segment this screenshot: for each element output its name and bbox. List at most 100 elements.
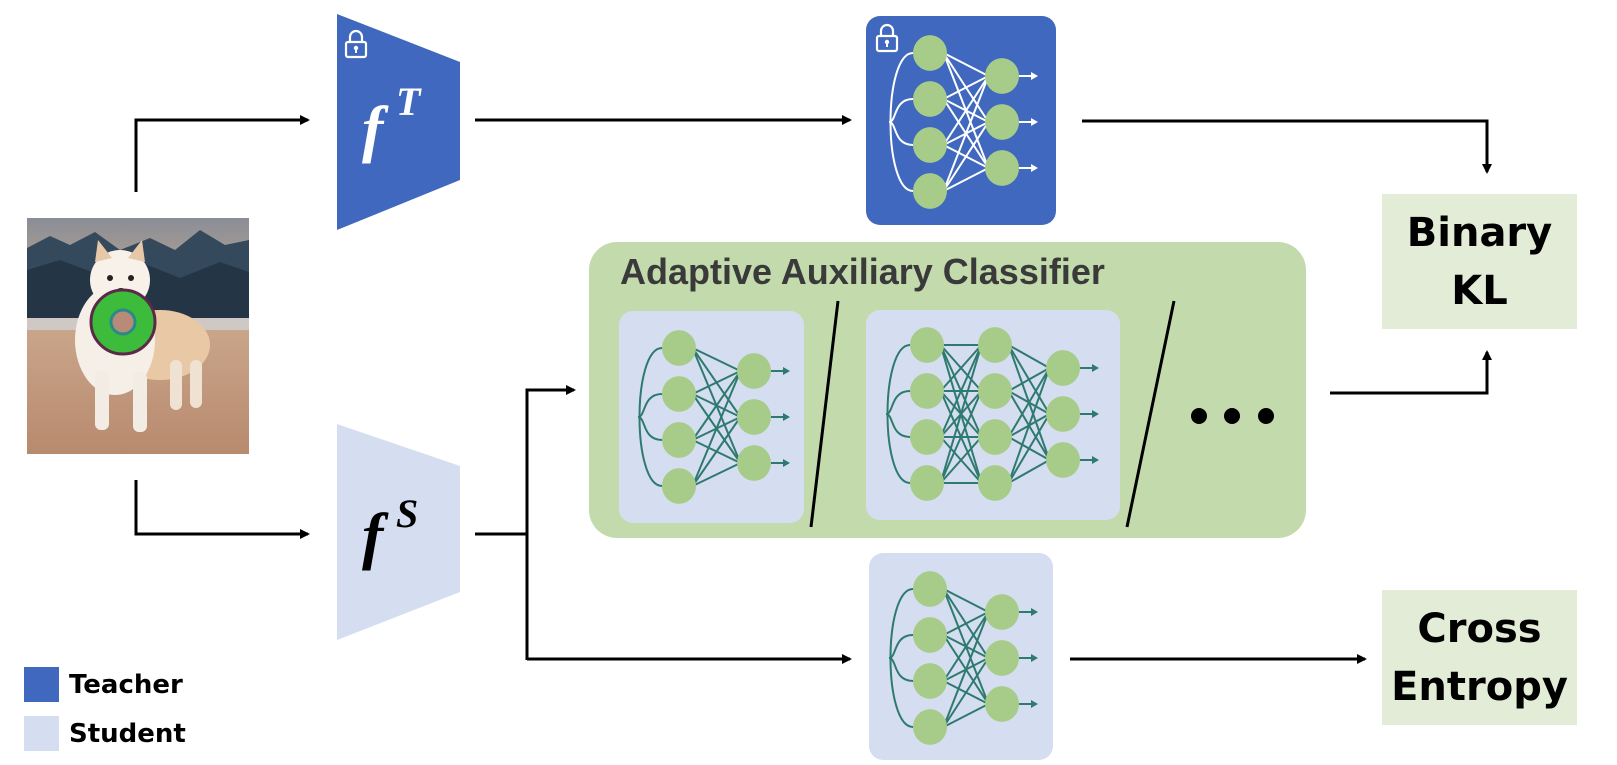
student-network bbox=[888, 571, 1038, 745]
output-arrow-head bbox=[783, 459, 790, 467]
network-node bbox=[913, 173, 947, 209]
teacher-head bbox=[866, 16, 1056, 225]
legend-item-student: Student bbox=[24, 716, 186, 751]
network-node bbox=[662, 468, 696, 504]
network-edge bbox=[939, 436, 983, 484]
network-edge bbox=[1007, 367, 1051, 484]
aac-classifier-1-network bbox=[637, 330, 790, 504]
output-arrow-head bbox=[1031, 654, 1038, 662]
aac-panel bbox=[589, 242, 1306, 538]
output-arrow-head bbox=[1092, 456, 1099, 464]
network-edge bbox=[942, 611, 990, 728]
network-node bbox=[978, 419, 1012, 455]
arrow-teacher-head-to-kl bbox=[1082, 119, 1492, 174]
separator-slash bbox=[809, 300, 840, 528]
network-edge bbox=[692, 370, 741, 395]
legend-item-teacher: Teacher bbox=[24, 667, 183, 702]
network-node bbox=[985, 58, 1019, 94]
output-arrow-head bbox=[1031, 700, 1038, 708]
output-arrow-head bbox=[783, 367, 790, 375]
teacher-network bbox=[888, 35, 1038, 209]
binary-kl-line-1: Binary bbox=[1406, 209, 1553, 256]
network-edge bbox=[1008, 367, 1050, 392]
network-node bbox=[985, 594, 1019, 630]
input-branch-curve bbox=[885, 413, 911, 438]
network-edge bbox=[1008, 459, 1050, 484]
network-edge bbox=[943, 52, 989, 77]
legend-swatch-student bbox=[24, 716, 59, 751]
network-edge bbox=[939, 390, 983, 484]
legend-label-student: Student bbox=[69, 718, 186, 749]
network-node bbox=[913, 81, 947, 117]
lock-icon bbox=[344, 29, 368, 59]
network-node bbox=[910, 327, 944, 363]
network-edge bbox=[939, 344, 983, 392]
network-edge bbox=[692, 462, 741, 487]
cross-entropy-line-1: Cross bbox=[1417, 605, 1542, 652]
network-edge bbox=[943, 703, 989, 728]
network-node bbox=[662, 330, 696, 366]
input-branch-curve bbox=[888, 657, 914, 682]
network-edge bbox=[939, 344, 983, 438]
teacher-encoder-superscript: T bbox=[396, 79, 422, 124]
network-edge bbox=[943, 611, 989, 636]
arrow-image-to-teacher bbox=[134, 115, 310, 192]
network-node bbox=[1046, 396, 1080, 432]
input-branch-curve bbox=[888, 121, 914, 146]
output-arrow-head bbox=[1031, 164, 1038, 172]
network-edge bbox=[942, 121, 990, 192]
network-node bbox=[913, 127, 947, 163]
legend-swatch-teacher bbox=[24, 667, 59, 702]
output-arrow-head bbox=[1092, 364, 1099, 372]
lock-icon bbox=[875, 23, 899, 53]
aac-title: Adaptive Auxiliary Classifier bbox=[620, 251, 1105, 292]
network-node bbox=[985, 640, 1019, 676]
network-node bbox=[1046, 350, 1080, 386]
connectors bbox=[134, 115, 1492, 664]
output-arrow-head bbox=[1031, 72, 1038, 80]
binary-kl-line-2: KL bbox=[1451, 267, 1508, 314]
network-node bbox=[910, 373, 944, 409]
more-classifiers-ellipsis bbox=[1191, 408, 1274, 424]
network-node bbox=[1046, 442, 1080, 478]
network-edge bbox=[943, 588, 989, 613]
network-edge bbox=[1008, 344, 1050, 369]
output-arrow-head bbox=[1031, 118, 1038, 126]
output-arrow-head bbox=[783, 413, 790, 421]
network-edge bbox=[691, 416, 742, 487]
network-node bbox=[978, 465, 1012, 501]
network-edge bbox=[942, 611, 990, 682]
network-edge bbox=[692, 347, 741, 372]
network-node bbox=[662, 376, 696, 412]
legend-label-teacher: Teacher bbox=[69, 669, 183, 700]
network-node bbox=[913, 35, 947, 71]
separator-slash bbox=[1125, 300, 1176, 528]
network-node bbox=[985, 686, 1019, 722]
network-node bbox=[910, 465, 944, 501]
network-edge bbox=[942, 75, 990, 146]
network-node bbox=[913, 571, 947, 607]
network-node bbox=[985, 150, 1019, 186]
arrow-image-to-student bbox=[134, 480, 310, 539]
network-node bbox=[913, 709, 947, 745]
network-edge bbox=[943, 167, 989, 192]
network-node bbox=[737, 399, 771, 435]
network-node bbox=[913, 663, 947, 699]
input-branch-curve bbox=[637, 416, 663, 441]
network-node bbox=[910, 419, 944, 455]
network-edge bbox=[942, 657, 990, 728]
cross-entropy-loss: Cross Entropy bbox=[1382, 590, 1577, 725]
network-edge bbox=[1007, 413, 1051, 484]
teacher-encoder: f T bbox=[337, 14, 460, 230]
student-encoder-superscript: S bbox=[396, 491, 418, 536]
network-edge bbox=[1007, 367, 1051, 438]
student-head bbox=[869, 553, 1053, 760]
network-node bbox=[662, 422, 696, 458]
network-edge bbox=[691, 370, 742, 487]
network-edge bbox=[942, 75, 990, 192]
student-encoder: f S bbox=[337, 424, 460, 640]
aac-classifier-2-network bbox=[885, 327, 1099, 501]
arrow-aac-to-kl bbox=[1330, 350, 1492, 395]
arrow-student-to-aac bbox=[525, 385, 576, 660]
